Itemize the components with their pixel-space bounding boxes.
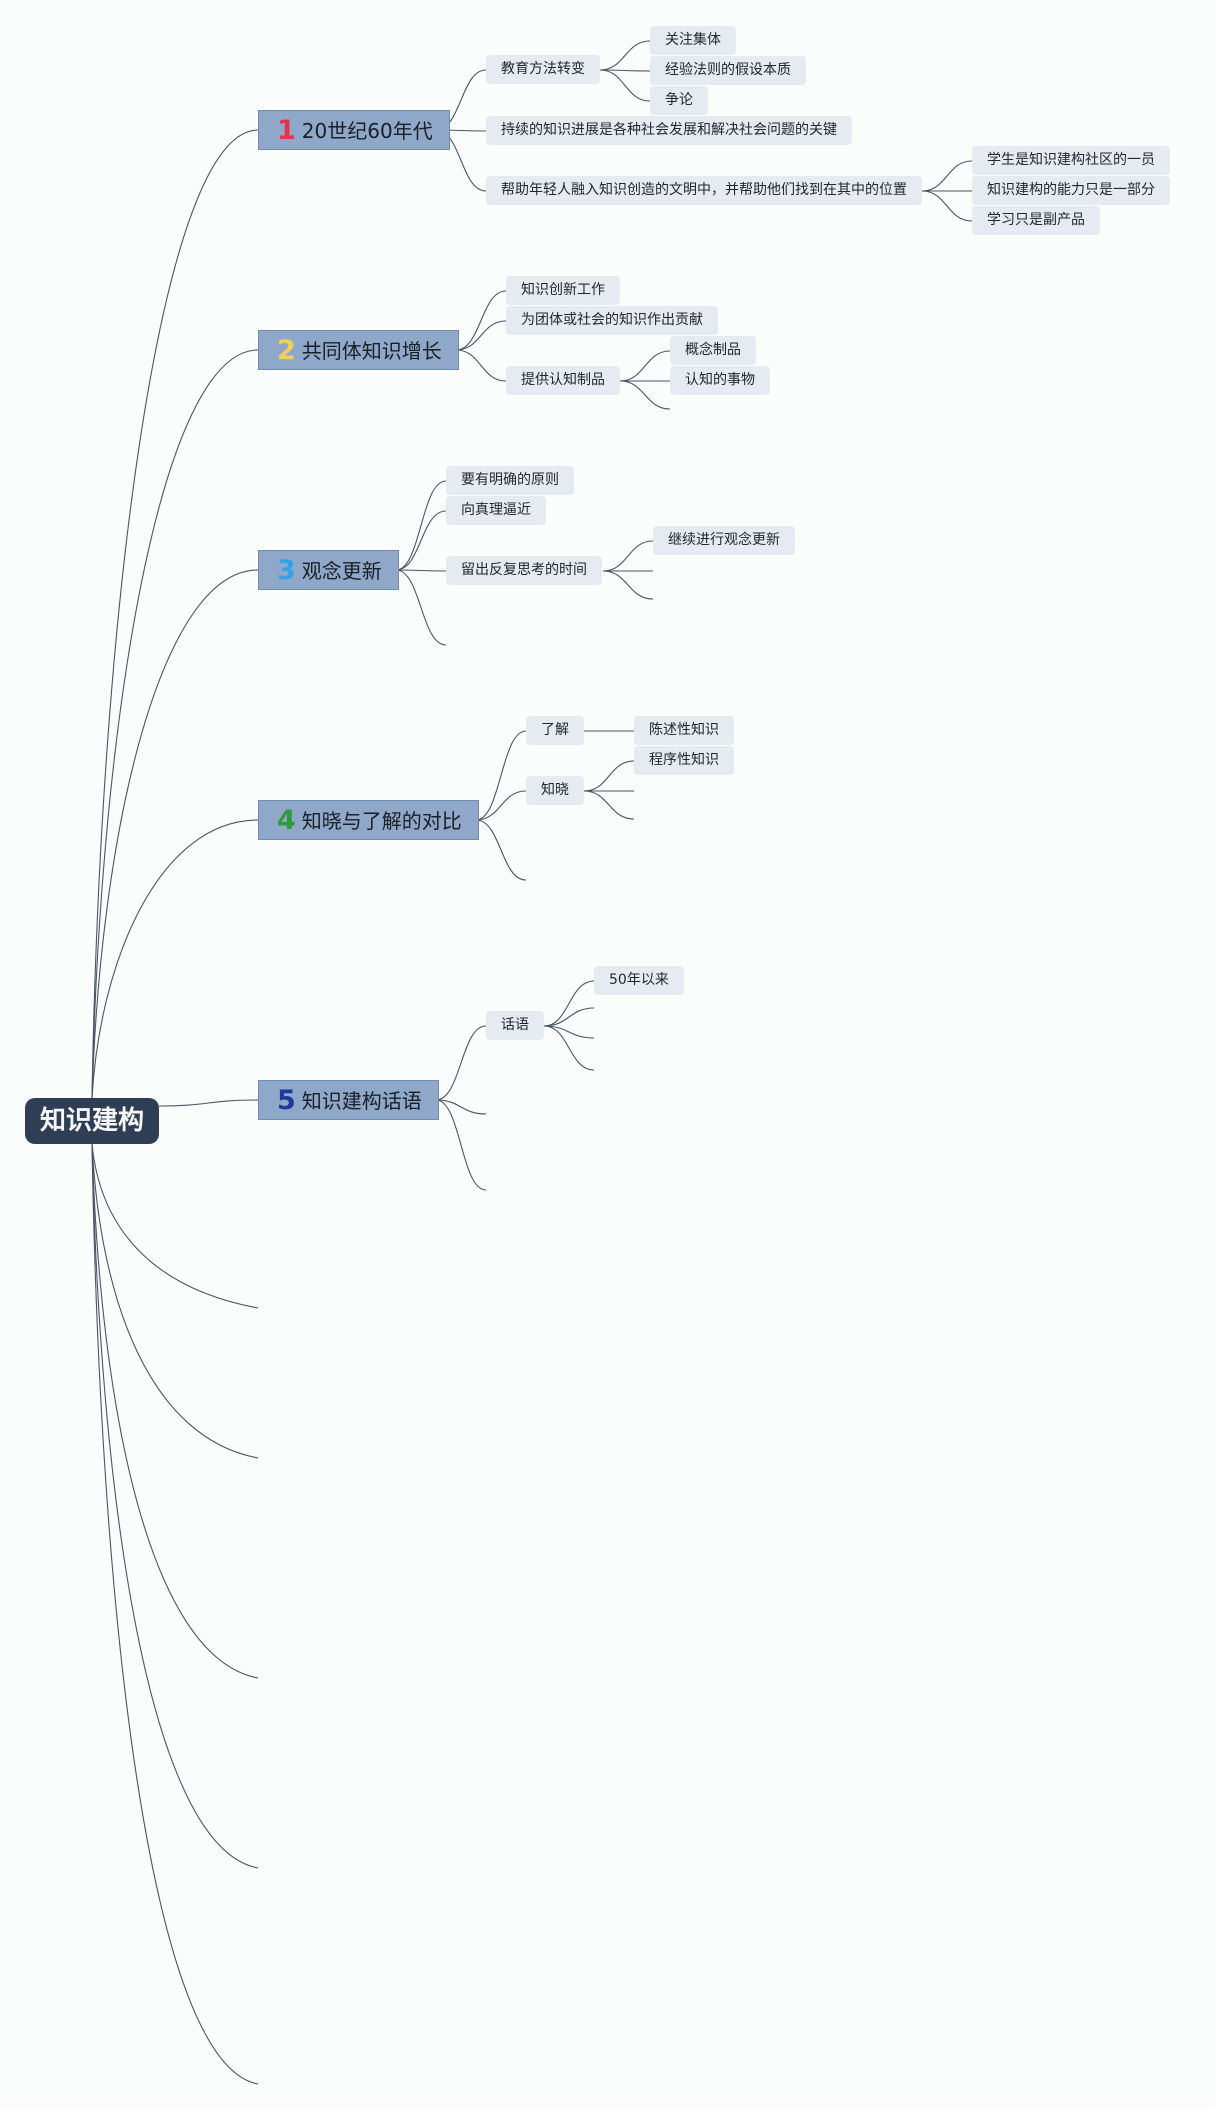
branch-5-number: 5: [277, 1085, 296, 1116]
connector-line-33: [475, 730, 527, 821]
b4-c1-leaf-1[interactable]: 陈述性知识: [634, 716, 734, 745]
root-connector-6: [91, 1143, 259, 1309]
connector-line-41: [435, 1099, 487, 1115]
connector-line-16: [599, 69, 651, 102]
branch-1-number: 1: [277, 115, 296, 146]
b2-child-1[interactable]: 知识创新工作: [506, 276, 620, 305]
root-connector-7: [91, 1143, 259, 1459]
b3-child-2[interactable]: 向真理逼近: [446, 496, 546, 525]
b1-c1-leaf-1[interactable]: 关注集体: [650, 26, 736, 55]
b3-c3-leaf-1[interactable]: 继续进行观念更新: [653, 526, 795, 555]
connector-line-19: [921, 190, 973, 222]
connector-line-30: [602, 540, 654, 572]
b5-c1-leaf-1[interactable]: 50年以来: [594, 966, 684, 995]
branch-4-number: 4: [277, 805, 296, 836]
connector-line-34: [475, 790, 527, 821]
connector-line-29: [395, 569, 447, 646]
connector-line-28: [395, 569, 447, 572]
connector-line-27: [395, 510, 447, 571]
b4-child-2[interactable]: 知晓: [526, 776, 584, 805]
b2-c3-leaf-1[interactable]: 概念制品: [670, 336, 756, 365]
b1-c1-leaf-2[interactable]: 经验法则的假设本质: [650, 56, 806, 85]
connector-line-17: [921, 160, 973, 192]
branch-2-number: 2: [277, 335, 296, 366]
connector-line-43: [543, 980, 595, 1027]
connector-line-5: [158, 1099, 259, 1107]
root-connector-3: [91, 569, 259, 1099]
b2-child-2[interactable]: 为团体或社会的知识作出贡献: [506, 306, 718, 335]
b4-c2-leaf-1[interactable]: 程序性知识: [634, 746, 734, 775]
b1-c1-leaf-3[interactable]: 争论: [650, 86, 708, 115]
connector-line-23: [619, 350, 671, 382]
connector-line-37: [583, 760, 635, 792]
root-connector-2: [91, 349, 259, 1099]
b1-child-2[interactable]: 持续的知识进展是各种社会发展和解决社会问题的关键: [486, 116, 852, 145]
branch-1-label: 20世纪60年代: [301, 119, 433, 143]
b5-child-1[interactable]: 话语: [486, 1011, 544, 1040]
root-node[interactable]: 知识建构: [25, 1098, 159, 1144]
branch-5-label: 知识建构话语: [301, 1089, 422, 1113]
connector-line-32: [602, 570, 654, 600]
connector-line-25: [619, 380, 671, 410]
connector-line-26: [395, 480, 447, 571]
b2-c3-leaf-2[interactable]: 认知的事物: [670, 366, 770, 395]
connector-line-20: [455, 290, 507, 351]
branch-2-label: 共同体知识增长: [301, 339, 442, 363]
connector-line-44: [543, 1007, 595, 1027]
b3-child-3[interactable]: 留出反复思考的时间: [446, 556, 602, 585]
branch-4-label: 知晓与了解的对比: [301, 809, 462, 833]
b1-child-3[interactable]: 帮助年轻人融入知识创造的文明中，并帮助他们找到在其中的位置: [486, 176, 922, 205]
b1-c3-leaf-3[interactable]: 学习只是副产品: [972, 206, 1100, 235]
b4-child-1[interactable]: 了解: [526, 716, 584, 745]
b3-child-1[interactable]: 要有明确的原则: [446, 466, 574, 495]
connector-line-39: [583, 790, 635, 820]
b2-child-3[interactable]: 提供认知制品: [506, 366, 620, 395]
root-connector-9: [91, 1143, 259, 1869]
b1-c3-leaf-1[interactable]: 学生是知识建构社区的一员: [972, 146, 1170, 175]
b1-c3-leaf-2[interactable]: 知识建构的能力只是一部分: [972, 176, 1170, 205]
connector-line-14: [599, 40, 651, 71]
root-connector-4: [91, 819, 259, 1099]
connector-line-21: [455, 320, 507, 351]
connector-line-46: [543, 1025, 595, 1071]
connector-line-22: [455, 349, 507, 382]
root-connector-1: [91, 129, 259, 1099]
b1-child-1[interactable]: 教育方法转变: [486, 55, 600, 84]
branch-3-number: 3: [277, 555, 296, 586]
root-connector-8: [91, 1143, 259, 1679]
connector-line-35: [475, 819, 527, 881]
connector-line-42: [435, 1099, 487, 1191]
branch-3-label: 观念更新: [301, 559, 382, 583]
root-connector-10: [91, 1143, 259, 2085]
connector-line-40: [435, 1025, 487, 1101]
